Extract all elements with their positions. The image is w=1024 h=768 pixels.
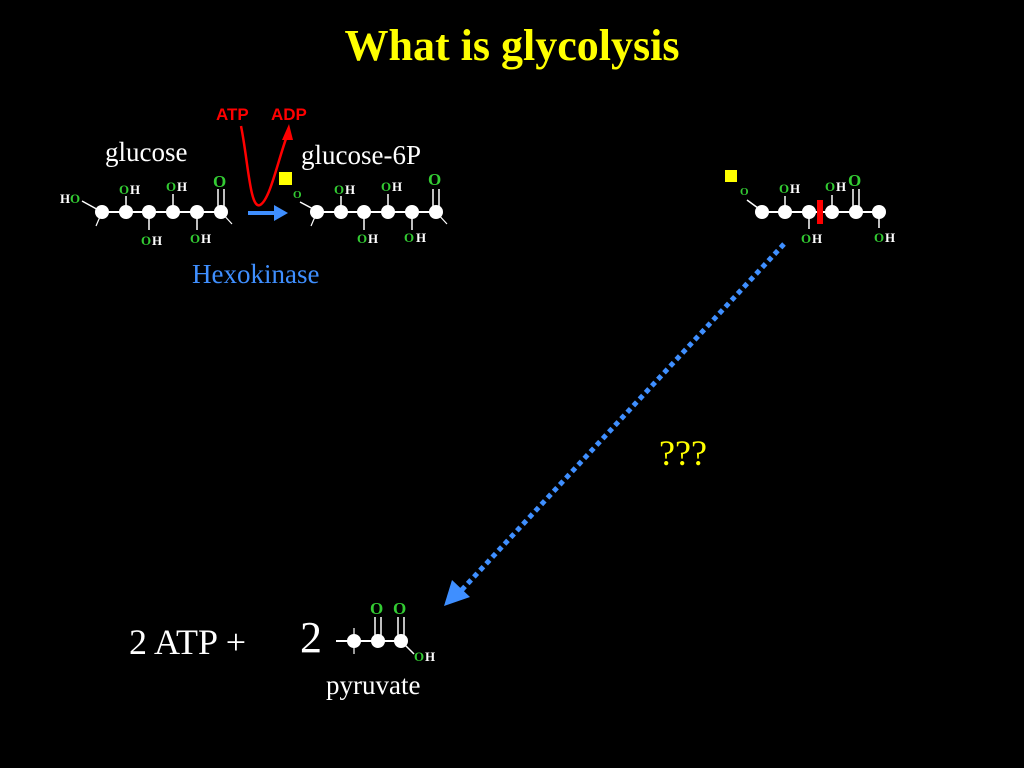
carbon-atom xyxy=(166,205,180,219)
pyruvate-count: 2 xyxy=(300,613,322,662)
glucose-label: glucose xyxy=(105,137,187,167)
glucose-c3-o: O xyxy=(141,233,151,248)
phosphate-square xyxy=(725,170,737,182)
hexokinase-reaction: ATP ADP Hexokinase xyxy=(192,105,319,289)
carbon-atom xyxy=(310,205,324,219)
g6p-c3-o: O xyxy=(357,231,367,246)
glucose-molecule: glucose H O O H O H O H O H O xyxy=(60,137,233,248)
atp-label: ATP xyxy=(216,105,249,124)
glucose-c4-h: H xyxy=(177,179,187,194)
carbon-atom xyxy=(119,205,133,219)
carbon-atom xyxy=(802,205,816,219)
glucose-6p-label: glucose-6P xyxy=(301,140,421,170)
adp-label: ADP xyxy=(271,105,307,124)
g6p-c2-o: O xyxy=(334,182,344,197)
cleavage-mark xyxy=(817,200,823,224)
glucose-c3-h: H xyxy=(152,233,162,248)
carbon-atom xyxy=(825,205,839,219)
cleavage-c4-o: O xyxy=(825,179,835,194)
g6p-carbonyl-o: O xyxy=(428,170,441,189)
carbon-atom xyxy=(778,205,792,219)
g6p-c3-h: H xyxy=(368,231,378,246)
carbon-atom xyxy=(429,205,443,219)
pyruvate-label: pyruvate xyxy=(326,670,420,700)
carbon-atom xyxy=(347,634,361,648)
pyruvate-ketone-o: O xyxy=(370,599,383,618)
dotted-arrowhead xyxy=(444,580,470,606)
carbon-atom xyxy=(334,205,348,219)
page-title: What is glycolysis xyxy=(345,21,680,70)
enzyme-label: Hexokinase xyxy=(192,259,319,289)
cleavage-c2-h: H xyxy=(790,181,800,196)
atp-adp-arc xyxy=(239,125,289,207)
glucose-carbonyl-o: O xyxy=(213,172,226,191)
cleavage-carbonyl-o: O xyxy=(848,171,861,190)
atp-yield-label: 2 ATP + xyxy=(129,622,246,662)
cleavage-c4-h: H xyxy=(836,179,846,194)
pyruvate-carboxyl-o: O xyxy=(393,599,406,618)
glucose-c2-o: O xyxy=(119,182,129,197)
cleavage-c2-o: O xyxy=(779,181,789,196)
carbon-atom xyxy=(214,205,228,219)
cleavage-phosphate-o: O xyxy=(740,186,749,198)
carbon-atom xyxy=(371,634,385,648)
carbon-atom xyxy=(381,205,395,219)
g6p-c2-h: H xyxy=(345,182,355,197)
reaction-arrowhead xyxy=(274,205,288,221)
unknown-pathway-arrow xyxy=(444,242,786,606)
dotted-arrow-shaft xyxy=(456,242,786,596)
carbon-atom xyxy=(755,205,769,219)
g6p-phosphate-o: O xyxy=(293,189,302,201)
carbon-atom xyxy=(95,205,109,219)
carbon-atom xyxy=(849,205,863,219)
cleavage-c6-o: O xyxy=(874,230,884,245)
glucose-ho-h: H xyxy=(60,191,70,206)
cleavage-molecule: O O H O H O H O H O xyxy=(725,170,895,246)
carbon-atom xyxy=(405,205,419,219)
carbon-atom xyxy=(872,205,886,219)
g6p-c5-o: O xyxy=(404,230,414,245)
phosphate-square xyxy=(279,172,292,185)
glucose-c4-o: O xyxy=(166,179,176,194)
carbon-atom xyxy=(357,205,371,219)
carbon-atom xyxy=(190,205,204,219)
pyruvate-oh-o: O xyxy=(414,649,424,664)
adp-arrowhead xyxy=(282,124,293,140)
glucose-c5-h: H xyxy=(201,231,211,246)
unknown-steps-label: ??? xyxy=(659,433,707,473)
pyruvate-oh-h: H xyxy=(425,649,435,664)
glucose-6p-molecule: glucose-6P O O H O H O H O H O xyxy=(279,140,448,246)
g6p-c4-o: O xyxy=(381,179,391,194)
g6p-c4-h: H xyxy=(392,179,402,194)
cleavage-c6-h: H xyxy=(885,230,895,245)
pyruvate-products: 2 ATP + 2 O O O H pyruvate xyxy=(129,599,435,700)
cleavage-c3-o: O xyxy=(801,231,811,246)
cleavage-c3-h: H xyxy=(812,231,822,246)
carbon-atom xyxy=(394,634,408,648)
g6p-c5-h: H xyxy=(416,230,426,245)
glucose-c5-o: O xyxy=(190,231,200,246)
glucose-c2-h: H xyxy=(130,182,140,197)
glucose-ho-o: O xyxy=(70,191,80,206)
carbon-atom xyxy=(142,205,156,219)
